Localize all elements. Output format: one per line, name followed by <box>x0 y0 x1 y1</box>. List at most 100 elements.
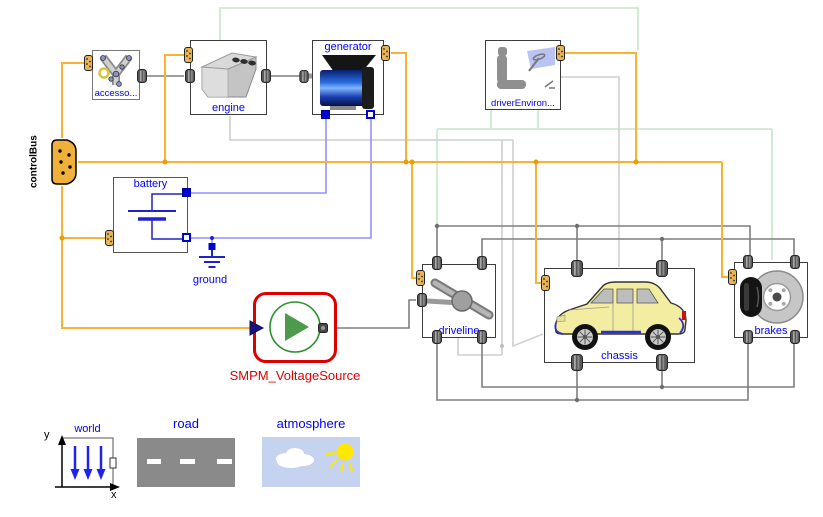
driveline-bottom-right-connector[interactable] <box>477 330 487 344</box>
atmosphere-art <box>276 443 354 473</box>
smpm-voltage-source-label: SMPM_VoltageSource <box>229 368 361 383</box>
battery-positive-pin[interactable] <box>182 188 191 197</box>
world-label: world <box>74 423 101 435</box>
junction-dot <box>659 236 665 242</box>
smpm-voltage-source-icon <box>269 301 321 353</box>
chassis-bottom-left-connector[interactable] <box>571 354 583 371</box>
smpm-output-connector[interactable] <box>318 323 328 333</box>
driver-environment-icon <box>497 47 555 89</box>
junction-dot <box>659 384 665 390</box>
brakes-top-left-connector[interactable] <box>743 255 753 269</box>
battery-negative-pin[interactable] <box>182 233 191 242</box>
chassis-label: chassis <box>601 350 638 362</box>
wire-hub-front-top[interactable] <box>436 225 751 257</box>
smpm-voltage-source-component[interactable] <box>253 292 337 363</box>
atmosphere-icon[interactable] <box>262 437 360 487</box>
engine-component[interactable]: engine <box>190 40 267 115</box>
battery-component[interactable]: battery <box>113 177 188 253</box>
smpm-input-connector[interactable] <box>249 320 265 336</box>
rear-wheel <box>645 324 671 350</box>
junction-dot <box>162 159 168 165</box>
wire-driveline-mount[interactable] <box>457 338 502 356</box>
accessories-component[interactable]: accesso... <box>92 50 140 100</box>
driver-environment-component[interactable]: driverEnviron... <box>485 40 561 110</box>
battery-icon <box>128 193 187 240</box>
ground-label: ground <box>192 274 228 286</box>
junction-dot <box>633 159 639 165</box>
wire-hub-rear-top[interactable] <box>481 238 795 257</box>
wire-bus-accessories[interactable] <box>61 62 89 138</box>
junction-dot <box>403 159 409 165</box>
wire-bus-smpm[interactable] <box>61 186 252 329</box>
engine-icon <box>200 52 258 98</box>
engine-right-flange-connector[interactable] <box>261 69 271 83</box>
brakes-bus-connector[interactable] <box>728 269 737 285</box>
front-wheel <box>572 324 598 350</box>
road-dash <box>217 459 232 464</box>
world-y-axis-label: y <box>44 429 50 441</box>
wire-bus-chassis[interactable] <box>535 163 541 284</box>
engine-bus-connector[interactable] <box>184 47 193 63</box>
wire-hub-rear-bottom[interactable] <box>481 343 795 388</box>
brakes-bottom-left-connector[interactable] <box>743 330 753 344</box>
chassis-bus-connector[interactable] <box>541 275 550 291</box>
generator-bus-connector[interactable] <box>381 45 390 61</box>
world-x-axis-label: x <box>111 489 117 501</box>
brakes-icon <box>740 270 804 324</box>
driveline-top-left-connector[interactable] <box>432 256 442 270</box>
battery-bus-connector[interactable] <box>105 230 114 246</box>
wire-bus-brakes[interactable] <box>721 162 728 278</box>
driveline-bottom-left-connector[interactable] <box>432 330 442 344</box>
road-icon[interactable] <box>137 438 235 487</box>
brakes-bottom-right-connector[interactable] <box>790 330 800 344</box>
wire-mount-drop-b[interactable] <box>512 140 544 348</box>
wire-battery-plus-generator[interactable] <box>186 119 327 194</box>
chassis-top-right-connector[interactable] <box>656 260 668 277</box>
generator-positive-pin[interactable] <box>321 110 330 119</box>
accessories-icon <box>98 54 133 87</box>
chassis-component[interactable]: chassis <box>544 268 695 363</box>
driveline-bus-connector[interactable] <box>416 270 425 286</box>
control-bus-connector[interactable] <box>49 137 78 187</box>
driver-bus-connector[interactable] <box>556 45 565 61</box>
chassis-bottom-right-connector[interactable] <box>656 354 668 371</box>
junction-dot <box>434 223 440 229</box>
wire-bus-driver[interactable] <box>565 52 637 161</box>
driver-environment-label: driverEnviron... <box>491 98 555 109</box>
wire-driver-chassis-mount[interactable] <box>561 76 620 267</box>
wire-bus-generator[interactable] <box>391 52 407 161</box>
engine-left-flange-connector[interactable] <box>185 69 195 83</box>
junction-dot <box>574 223 580 229</box>
accessories-flange-connector[interactable] <box>137 69 147 83</box>
driveline-icon <box>425 278 494 320</box>
generator-negative-pin[interactable] <box>366 110 375 119</box>
ground-icon[interactable] <box>196 242 228 274</box>
junction-dot <box>59 235 65 241</box>
wire-bus-driveline[interactable] <box>411 163 416 279</box>
wire-hub-front-bottom[interactable] <box>436 343 749 401</box>
wire-smpm-driveline[interactable] <box>327 299 416 329</box>
road-dash <box>147 459 161 464</box>
wire-bus-engine[interactable] <box>164 54 184 161</box>
chassis-icon <box>554 281 687 350</box>
brakes-component[interactable]: brakes <box>734 262 808 338</box>
engine-label: engine <box>211 102 246 114</box>
wire-driver-engine-signal[interactable] <box>219 7 639 50</box>
generator-shaft-connector[interactable] <box>299 70 309 83</box>
driveline-top-right-connector[interactable] <box>477 256 487 270</box>
driveline-component[interactable]: driveline <box>422 264 496 338</box>
accessories-bus-connector[interactable] <box>84 55 93 71</box>
wire-engine-mount[interactable] <box>229 116 513 141</box>
world-icon[interactable] <box>50 434 124 496</box>
chassis-top-left-connector[interactable] <box>571 260 583 277</box>
generator-component[interactable]: generator <box>312 40 384 115</box>
control-bus-label: controlBus <box>28 135 40 189</box>
accessories-label: accesso... <box>94 88 138 99</box>
wire-battery-minus-generator[interactable] <box>186 119 372 239</box>
brakes-top-right-connector[interactable] <box>790 255 800 269</box>
driveline-shaft-connector[interactable] <box>417 293 427 307</box>
junction-dot <box>574 397 580 403</box>
brakes-label: brakes <box>754 325 788 337</box>
